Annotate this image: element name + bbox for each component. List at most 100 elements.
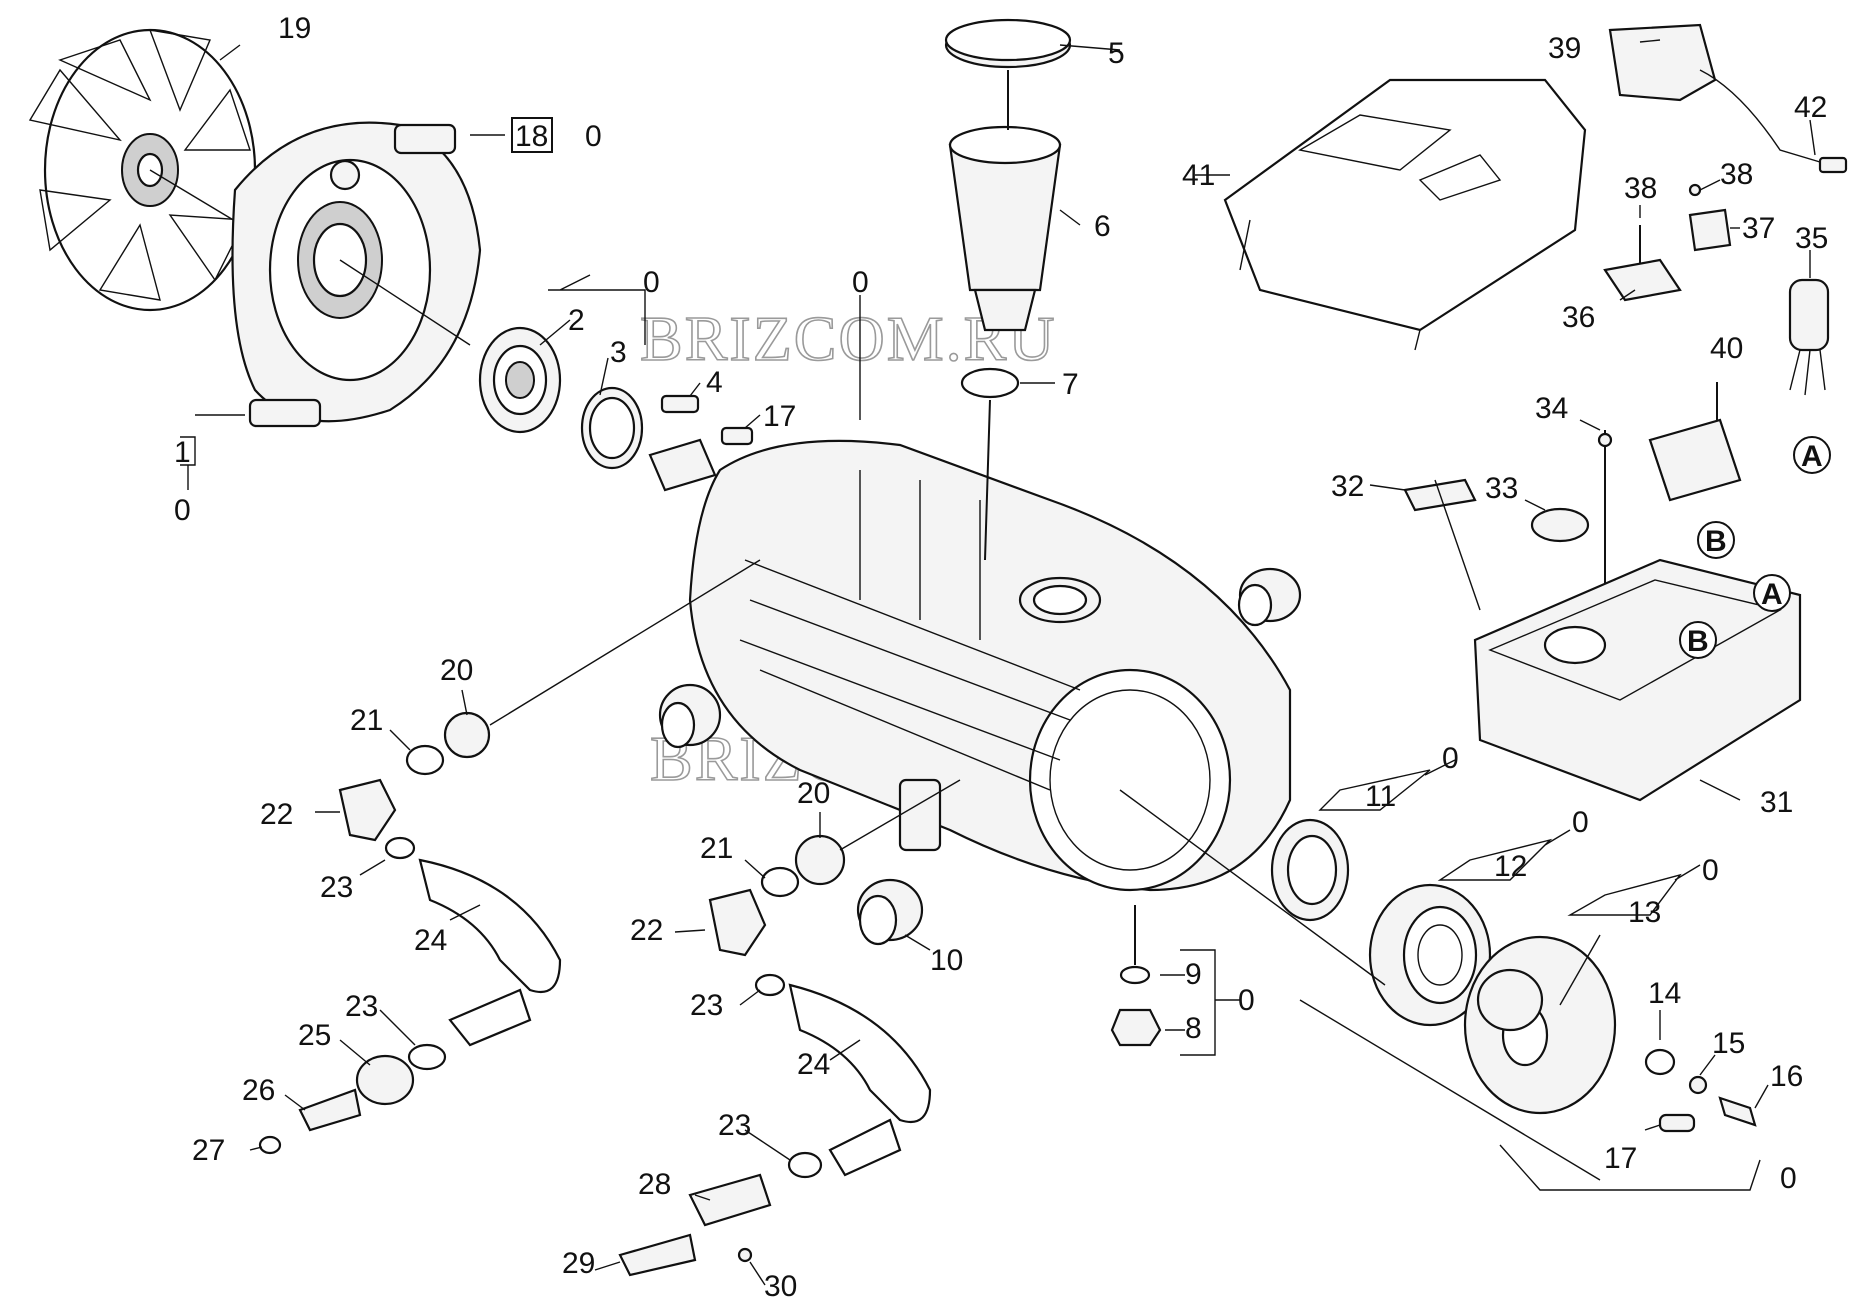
callout-24a: 24 bbox=[414, 924, 447, 957]
callout-34: 34 bbox=[1535, 392, 1568, 425]
callout-0-bottom: 0 bbox=[1780, 1162, 1797, 1195]
callout-21a: 21 bbox=[350, 704, 383, 737]
connection-marker-b1: B bbox=[1697, 521, 1735, 559]
callout-1: 1 bbox=[174, 436, 191, 469]
callout-10: 10 bbox=[930, 944, 963, 977]
callout-19: 19 bbox=[278, 12, 311, 45]
callout-0-12: 0 bbox=[1572, 806, 1589, 839]
bearing-12 bbox=[1368, 883, 1492, 1027]
callout-1-sub: 0 bbox=[174, 494, 191, 527]
callout-37: 37 bbox=[1742, 212, 1775, 245]
callout-0-housing: 0 bbox=[852, 266, 869, 299]
terminal-block-37 bbox=[1688, 208, 1732, 252]
terminal-cover-icon bbox=[1223, 78, 1587, 351]
bearing-2 bbox=[478, 326, 562, 434]
callout-23b: 23 bbox=[345, 990, 378, 1023]
callout-26: 26 bbox=[242, 1074, 275, 1107]
contactor-39 bbox=[1608, 23, 1848, 174]
washer-14 bbox=[1644, 1048, 1676, 1076]
fitting-group-left bbox=[258, 559, 761, 1155]
cup-6 bbox=[948, 125, 1062, 332]
leader-axis bbox=[1119, 789, 1601, 1181]
callout-12: 12 bbox=[1494, 850, 1527, 883]
letter-a-2: A bbox=[1761, 578, 1783, 611]
callout-6: 6 bbox=[1094, 210, 1111, 243]
screw-34-head bbox=[1597, 432, 1613, 448]
callout-30: 30 bbox=[764, 1270, 797, 1303]
callout-8: 8 bbox=[1185, 1012, 1202, 1045]
pump-housing-icon bbox=[688, 439, 1292, 892]
callout-32: 32 bbox=[1331, 470, 1364, 503]
key-4 bbox=[660, 394, 700, 414]
callout-28: 28 bbox=[638, 1168, 671, 1201]
callout-9: 9 bbox=[1185, 958, 1202, 991]
fan-impeller-icon bbox=[28, 28, 257, 312]
callout-33: 33 bbox=[1485, 472, 1518, 505]
callout-21b: 21 bbox=[700, 832, 733, 865]
callout-31: 31 bbox=[1760, 786, 1793, 819]
seal-11 bbox=[1270, 818, 1350, 922]
callout-41: 41 bbox=[1182, 159, 1215, 192]
callout-23a: 23 bbox=[320, 871, 353, 904]
shaft-end bbox=[648, 438, 717, 492]
connection-marker-a2: A bbox=[1753, 574, 1791, 612]
motor-end-cover-icon bbox=[231, 121, 482, 428]
callout-29: 29 bbox=[562, 1247, 595, 1280]
grommet-33 bbox=[1530, 507, 1590, 543]
key-17b bbox=[1658, 1113, 1696, 1133]
leader-lines bbox=[180, 39, 1816, 1286]
callout-35: 35 bbox=[1795, 222, 1828, 255]
lid-5 bbox=[944, 18, 1072, 69]
callout-11: 11 bbox=[1365, 780, 1396, 813]
callout-22b: 22 bbox=[630, 914, 663, 947]
ring-9 bbox=[1119, 965, 1151, 985]
callout-18-sub: 0 bbox=[585, 120, 602, 153]
callout-38a: 38 bbox=[1624, 172, 1657, 205]
callout-42: 42 bbox=[1794, 91, 1827, 124]
fitting-group-middle bbox=[618, 779, 961, 1277]
rail-36 bbox=[1603, 258, 1682, 302]
lockwasher-15 bbox=[1688, 1075, 1708, 1095]
capacitor-35 bbox=[1788, 278, 1830, 396]
spacer-10 bbox=[856, 878, 924, 946]
connection-marker-a1: A bbox=[1793, 436, 1831, 474]
callout-20a: 20 bbox=[440, 654, 473, 687]
letter-a-1: A bbox=[1801, 440, 1823, 473]
callout-20b: 20 bbox=[797, 777, 830, 810]
callout-4: 4 bbox=[706, 366, 723, 399]
callout-5: 5 bbox=[1108, 37, 1125, 70]
ring-7 bbox=[960, 367, 1020, 399]
key-17a bbox=[720, 426, 754, 446]
callout-39: 39 bbox=[1548, 32, 1581, 65]
callout-0-11: 0 bbox=[1442, 742, 1459, 775]
callout-27: 27 bbox=[192, 1134, 225, 1167]
cover-13 bbox=[1463, 935, 1617, 1115]
callout-0-top: 0 bbox=[643, 266, 660, 299]
callout-labels: 19 18 0 1 0 0 2 3 4 17 0 5 6 7 20 21 22 … bbox=[174, 12, 1828, 1303]
callout-15: 15 bbox=[1712, 1027, 1745, 1060]
callout-18: 18 bbox=[515, 120, 548, 153]
callout-23d: 23 bbox=[718, 1109, 751, 1142]
callout-25: 25 bbox=[298, 1019, 331, 1052]
terminal-board-40 bbox=[1648, 418, 1742, 502]
callout-23c: 23 bbox=[690, 989, 723, 1022]
callout-14: 14 bbox=[1648, 977, 1681, 1010]
label-18-box bbox=[511, 117, 553, 153]
callout-16: 16 bbox=[1770, 1060, 1803, 1093]
callout-17b: 17 bbox=[1604, 1142, 1637, 1175]
callout-24b: 24 bbox=[797, 1048, 830, 1081]
connection-marker-b2: B bbox=[1679, 621, 1717, 659]
ring-3 bbox=[580, 386, 644, 470]
callout-13: 13 bbox=[1628, 896, 1661, 929]
callout-36: 36 bbox=[1562, 301, 1595, 334]
callout-3: 3 bbox=[610, 336, 627, 369]
callout-0-98: 0 bbox=[1238, 984, 1255, 1017]
screw-38b bbox=[1688, 183, 1702, 197]
callout-0-13: 0 bbox=[1702, 854, 1719, 887]
terminal-box-icon bbox=[1434, 479, 1802, 802]
letter-b-2: B bbox=[1687, 625, 1709, 658]
callout-2: 2 bbox=[568, 304, 585, 337]
callout-7: 7 bbox=[1062, 368, 1079, 401]
letter-b-1: B bbox=[1705, 525, 1727, 558]
spacer-right bbox=[1237, 567, 1302, 627]
